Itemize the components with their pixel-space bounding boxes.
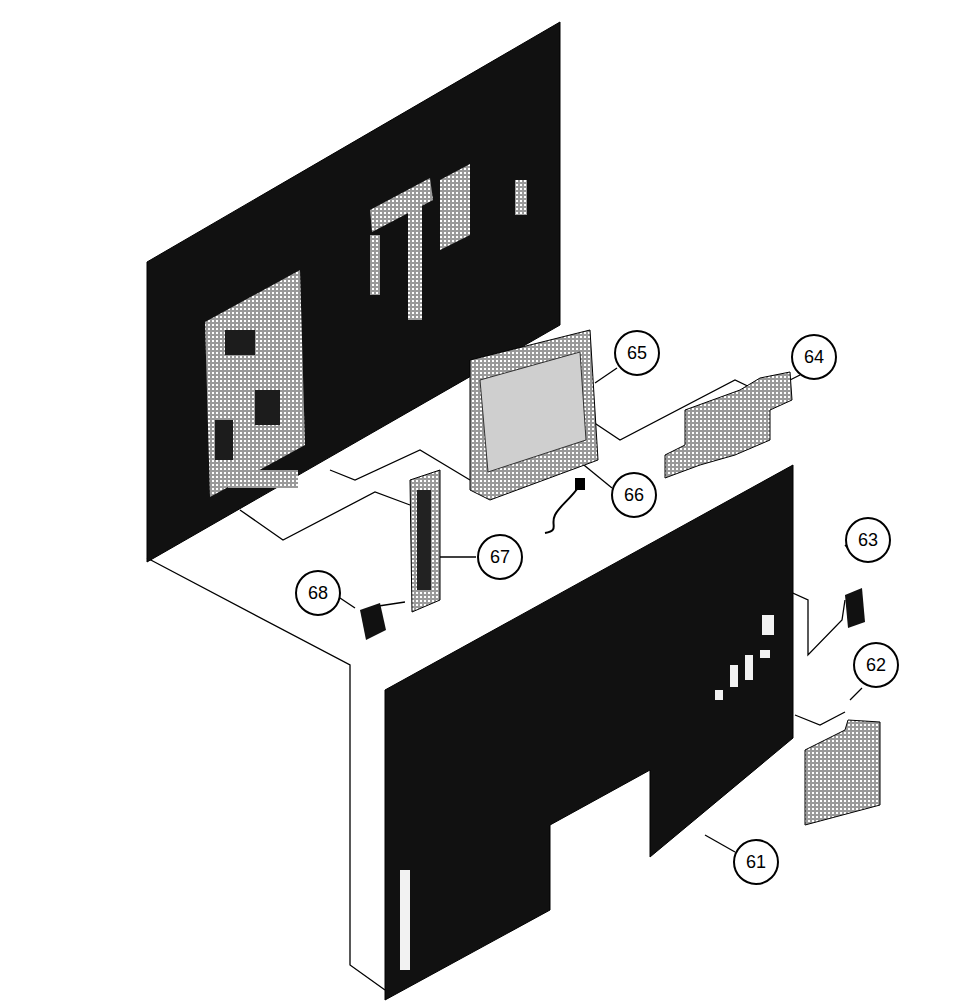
callout-number: 67: [477, 534, 523, 580]
callout-text: 61: [746, 852, 766, 873]
terminal-bracket-face: [480, 352, 586, 472]
cover-vents: [400, 615, 774, 970]
callout-text: 65: [627, 343, 647, 364]
cover-panel: [805, 720, 880, 825]
callout-number: 66: [611, 472, 657, 518]
callout-number: 63: [845, 517, 891, 563]
cable-connector: [575, 478, 585, 490]
shield-plate: [665, 372, 792, 478]
side-strip-slot: [417, 490, 431, 590]
cable: [545, 485, 580, 533]
callout-number: 62: [853, 642, 899, 688]
small-part: [360, 603, 386, 640]
callout-text: 63: [858, 530, 878, 551]
side-strip: [410, 470, 440, 612]
callout-number: 64: [791, 334, 837, 380]
callout-number: 61: [733, 839, 779, 885]
back-cover: [385, 465, 793, 1000]
callout-number: 68: [295, 570, 341, 616]
callout-text: 67: [490, 547, 510, 568]
board-details: [215, 330, 280, 460]
terminal-bracket: [470, 330, 598, 500]
callout-text: 64: [804, 347, 824, 368]
callout-text: 66: [624, 485, 644, 506]
callout-text: 68: [308, 583, 328, 604]
small-bracket: [845, 588, 865, 628]
callout-text: 62: [866, 655, 886, 676]
callout-number: 65: [614, 330, 660, 376]
